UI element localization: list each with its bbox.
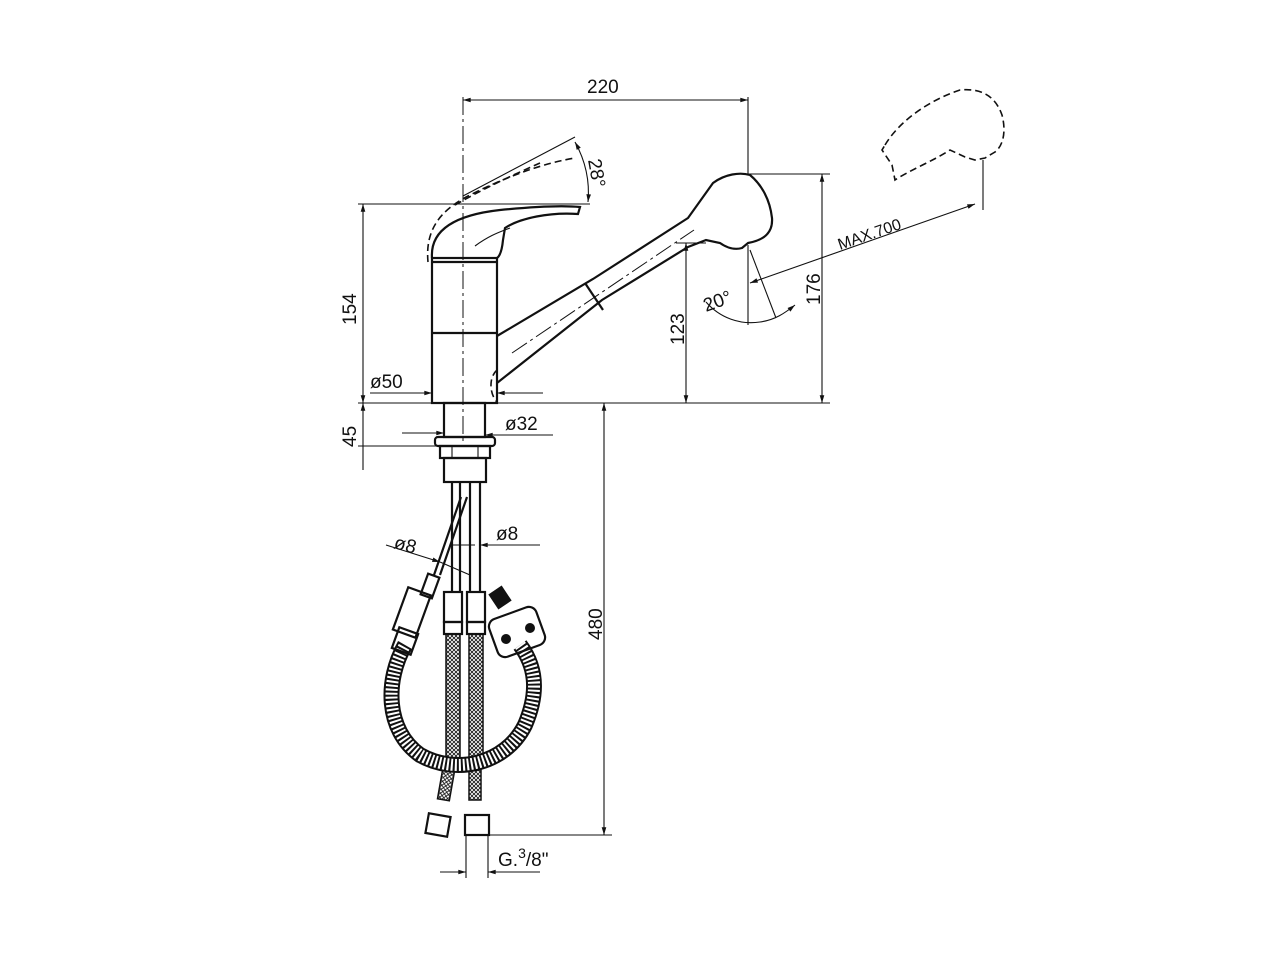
spray-angle-label: 20° <box>701 287 735 317</box>
spray-angle: 20° <box>701 245 796 325</box>
dimension-outlet-height: 123 <box>668 243 689 403</box>
base-label: 45 <box>340 426 361 447</box>
lever-height-label: 154 <box>340 293 361 325</box>
dimension-hose-length: 480 <box>488 403 612 836</box>
pulled-out-handset <box>881 88 1005 182</box>
dimension-shank-diameter: ø32 <box>402 414 553 438</box>
width-label: 220 <box>587 77 619 98</box>
hose-diameter-dimensions: ø8 ø8 <box>385 524 540 576</box>
dimension-width: 220 <box>463 77 749 175</box>
pullout-dimension: MAX.700 <box>749 88 1005 284</box>
coiled-shower-hose <box>383 572 547 773</box>
pullout-label: MAX.700 <box>836 216 904 254</box>
lever-handle: 28° <box>426 136 609 263</box>
dimension-lever-height: 154 <box>340 203 590 403</box>
hose-diameter-right-label: ø8 <box>496 524 518 545</box>
faucet-body <box>430 256 499 484</box>
connection-thread-dimension: G.3/8" <box>440 845 548 875</box>
connection-thread-label: G.3/8" <box>498 845 548 871</box>
hose-weight <box>487 605 547 659</box>
dimension-spout-height: 176 <box>748 173 830 403</box>
shank-diameter-label: ø32 <box>505 414 538 435</box>
outlet-height-label: 123 <box>668 313 689 345</box>
dimension-base: 45 <box>340 403 440 470</box>
lever-angle-label: 28° <box>583 157 609 189</box>
hose-diameter-left-label: ø8 <box>392 533 419 559</box>
hose-length-label: 480 <box>586 608 607 640</box>
supply-hoses <box>424 482 491 878</box>
dimension-body-diameter: ø50 <box>370 372 543 396</box>
spout-height-label: 176 <box>804 273 825 305</box>
body-diameter-label: ø50 <box>370 372 403 393</box>
